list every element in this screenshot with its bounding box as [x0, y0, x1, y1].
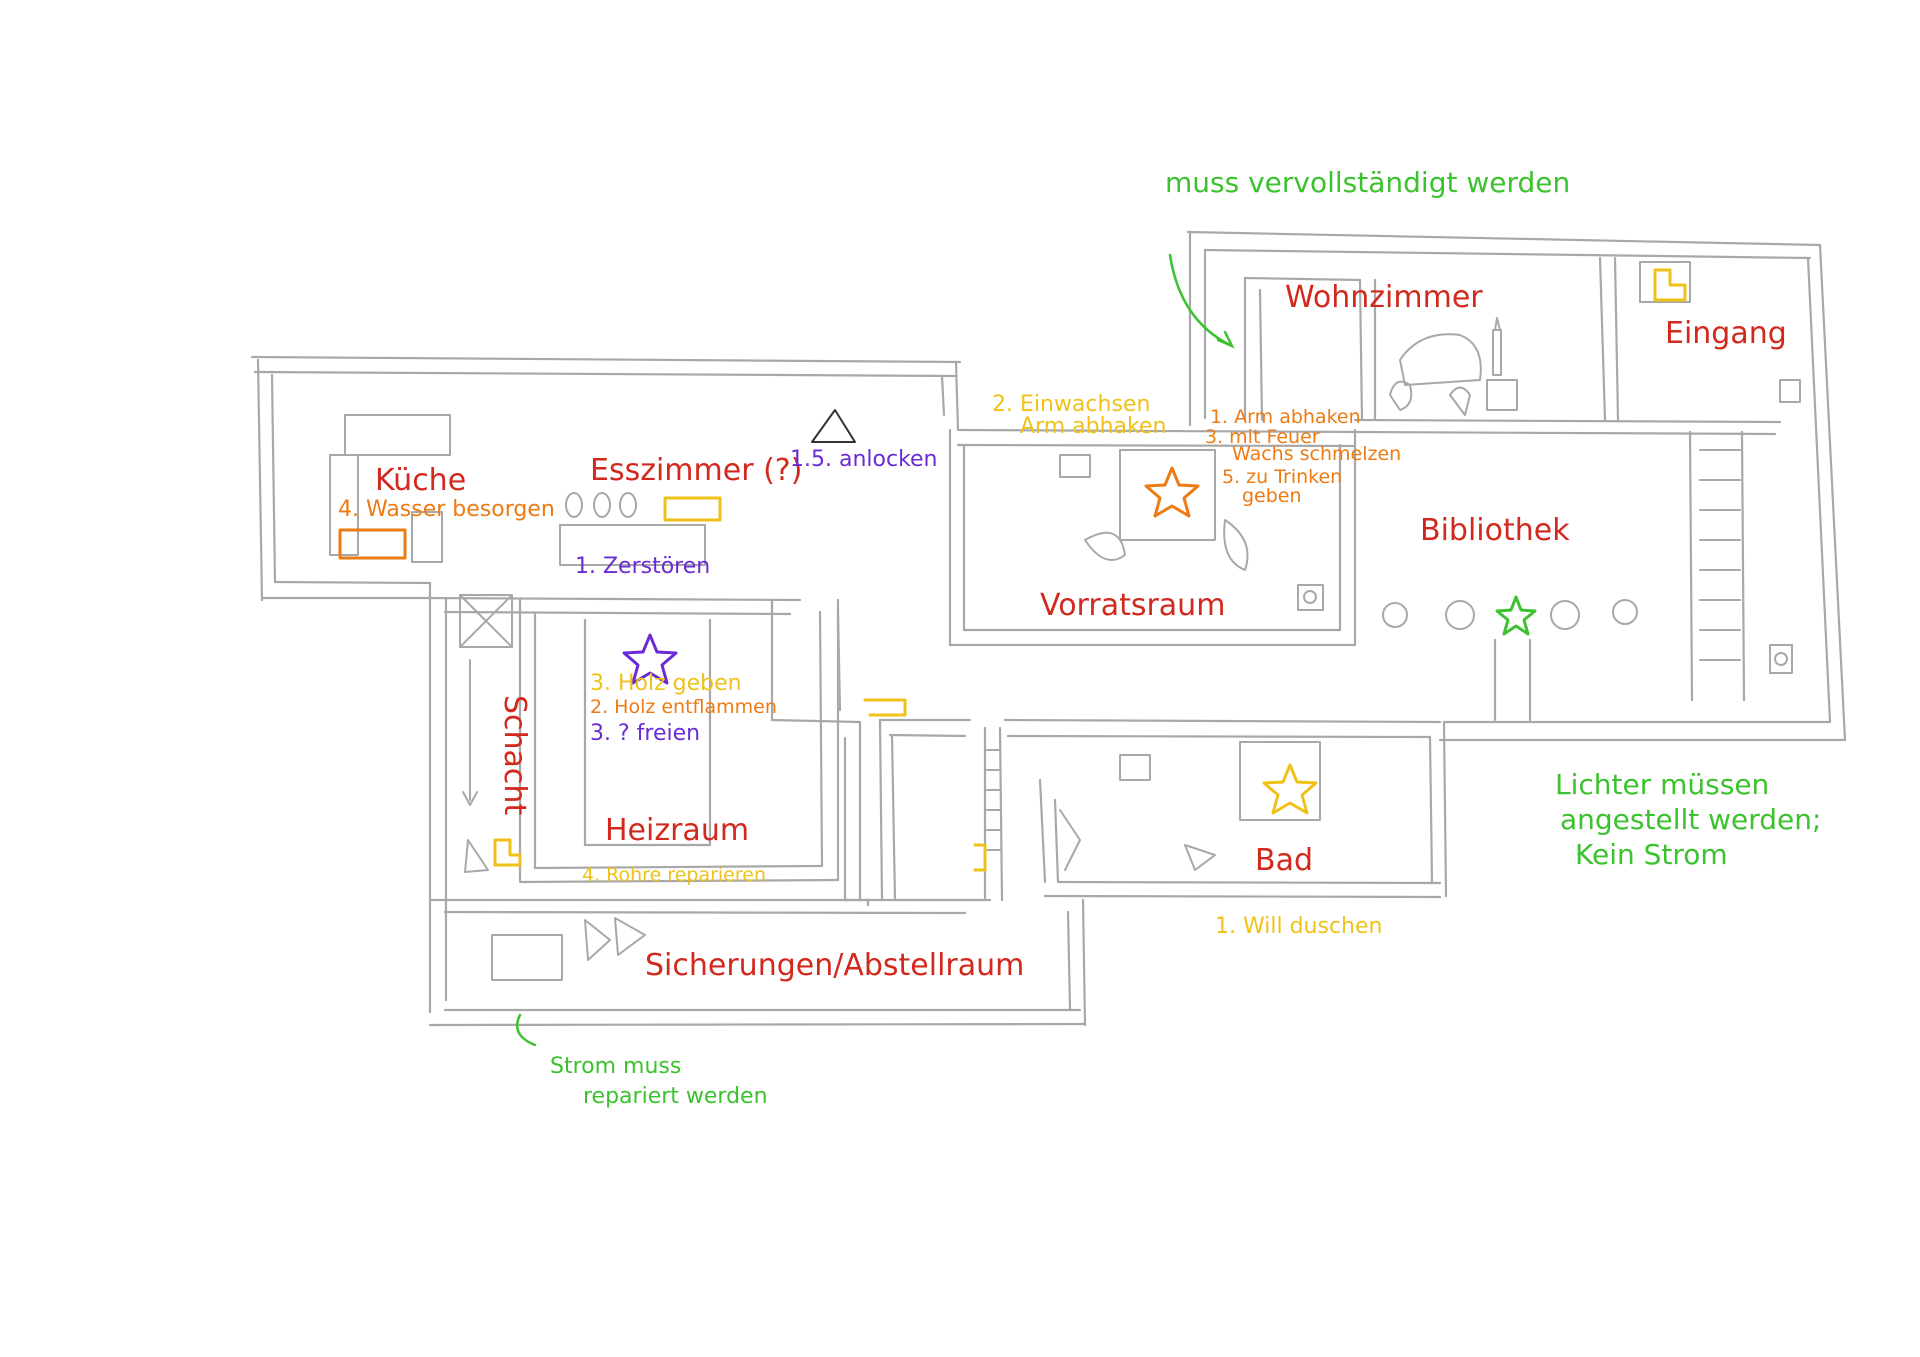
note-lichter-3: Kein Strom — [1575, 838, 1728, 871]
triangle-icon — [811, 409, 856, 443]
door-marker-icon — [973, 843, 987, 872]
task-esszimmer-1: 1. Zerstören — [575, 554, 711, 579]
room-label-wohnzimmer: Wohnzimmer — [1285, 280, 1483, 315]
room-label-eingang: Eingang — [1665, 316, 1787, 351]
door-marker-icon — [863, 698, 907, 717]
furniture — [329, 261, 1801, 981]
star-icon — [1262, 763, 1318, 815]
note-lichter-1: Lichter müssen — [1555, 768, 1770, 801]
task-heiz-3-frei: 3. ? freien — [590, 721, 701, 746]
star-icon — [622, 633, 678, 685]
task-vorrat-1: 1. Arm abhaken — [1210, 406, 1361, 428]
task-bad-1: 1. Will duschen — [1215, 914, 1383, 939]
task-vorrat-2b: Arm abhaken — [1020, 414, 1167, 439]
note-strom-2: repariert werden — [583, 1084, 768, 1109]
task-kueche-4: 4. Wasser besorgen — [338, 497, 555, 522]
floor-plan-walls — [250, 230, 1847, 1027]
task-vorrat-2: 2. Einwachsen — [992, 392, 1151, 417]
star-icon — [1144, 466, 1200, 518]
room-label-heizraum: Heizraum — [605, 813, 750, 848]
task-vorrat-5: 5. zu Trinken — [1222, 466, 1343, 488]
task-vorrat-3b: Wachs schmelzen — [1232, 443, 1402, 465]
esszimmer-box — [663, 496, 722, 522]
colored-marks — [338, 268, 1687, 872]
task-heiz-3-holz: 3. Holz geben — [590, 671, 742, 696]
room-label-vorratsraum: Vorratsraum — [1040, 588, 1226, 623]
note-arrows — [515, 253, 1235, 1047]
room-label-kueche: Küche — [375, 463, 467, 498]
task-vorrat-5b: geben — [1242, 485, 1302, 507]
task-heiz-2: 2. Holz entflammen — [590, 696, 777, 718]
room-label-bibliothek: Bibliothek — [1420, 513, 1570, 548]
task-vorrat-3: 3. mit Feuer — [1205, 426, 1320, 448]
note-lichter-2: angestellt werden; — [1560, 803, 1822, 836]
door-marker-icon — [493, 838, 522, 867]
kueche-box — [338, 528, 407, 560]
room-label-schacht: Schacht — [497, 695, 532, 816]
note-vervollstaendigt: muss vervollständigt werden — [1165, 166, 1571, 199]
task-heiz-4: 4. Rohre reparieren — [582, 864, 766, 886]
door-marker-icon — [1653, 268, 1687, 302]
task-esszimmer-15: 1.5. anlocken — [790, 447, 938, 472]
room-label-bad: Bad — [1255, 843, 1314, 878]
room-label-esszimmer: Esszimmer (?) — [590, 453, 803, 488]
room-label-sicherungen: Sicherungen/Abstellraum — [645, 948, 1025, 983]
note-strom-1: Strom muss — [550, 1054, 682, 1079]
stars — [622, 466, 1537, 815]
star-icon — [1495, 595, 1537, 636]
